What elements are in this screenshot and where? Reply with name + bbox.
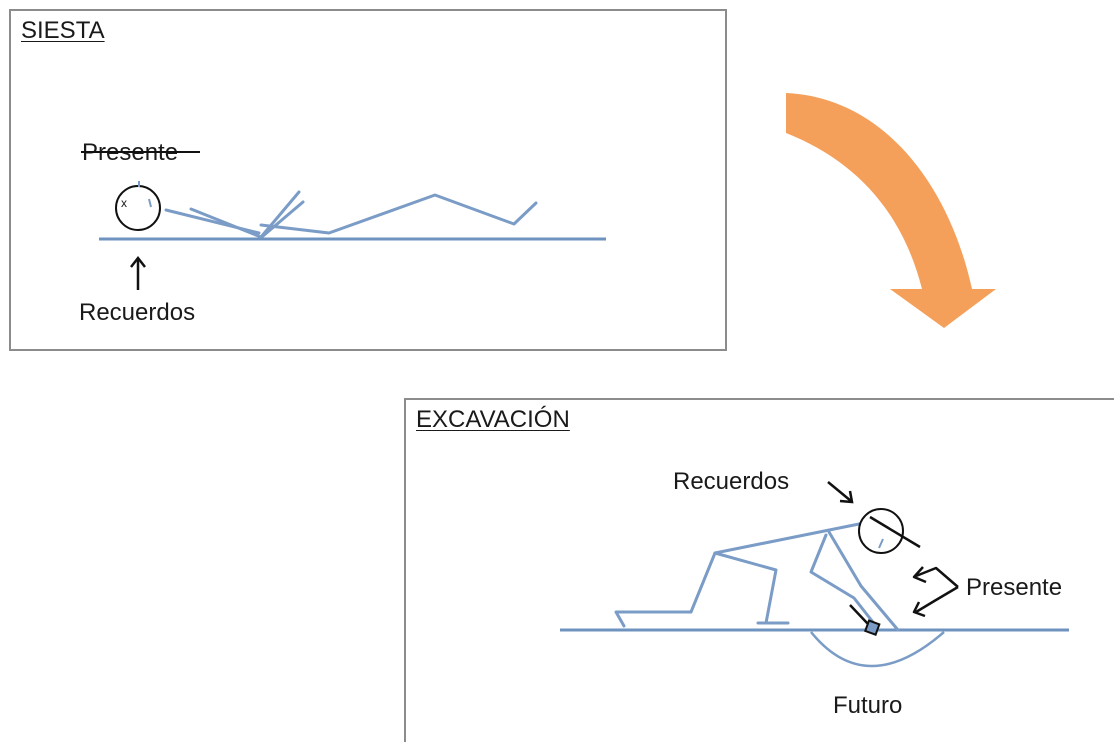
excavacion-head-slash xyxy=(869,515,921,549)
excavacion-title: EXCAVACIÓN xyxy=(416,406,570,433)
excavacion-trowel-handle xyxy=(849,604,869,625)
siesta-head-mark xyxy=(148,198,152,208)
excavacion-present-label: Presente xyxy=(966,574,1062,601)
siesta-panel: SIESTA x Presente Recuerdos xyxy=(9,9,727,351)
siesta-lying-figure xyxy=(164,190,538,239)
excavacion-future-label: Futuro xyxy=(833,692,902,719)
excavacion-trowel xyxy=(863,619,881,636)
siesta-memories-arrow xyxy=(130,255,146,290)
excavacion-memories-arrow xyxy=(827,481,854,504)
siesta-closed-eye: x xyxy=(121,196,127,210)
excavacion-diagram: Recuerdos Presente Futuro xyxy=(560,468,1069,719)
excavacion-pit xyxy=(810,631,945,668)
excavacion-head xyxy=(858,508,904,554)
excavacion-present-arrows xyxy=(912,566,959,618)
excavacion-memories-label: Recuerdos xyxy=(673,468,789,495)
excavacion-panel: EXCAVACIÓN Recuerdos Presente xyxy=(404,398,1114,742)
excavacion-digging-figure xyxy=(614,521,900,632)
siesta-memories-label: Recuerdos xyxy=(79,299,195,326)
curved-arrow-shape xyxy=(786,93,996,328)
siesta-title: SIESTA xyxy=(21,17,105,44)
siesta-diagram: x Presente Recuerdos xyxy=(79,139,606,326)
